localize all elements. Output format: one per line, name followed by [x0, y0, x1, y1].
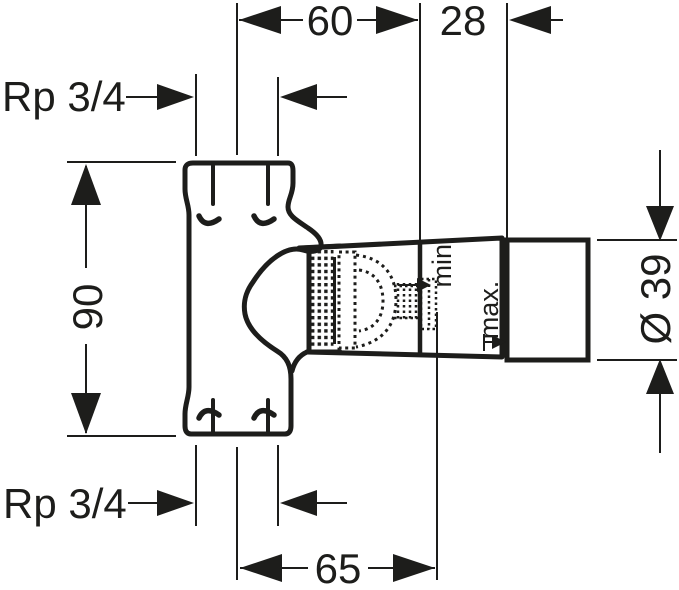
thread-relief-marks: [196, 164, 277, 436]
min-arrow: [417, 278, 431, 292]
max-arrow: [492, 335, 506, 349]
spigot-junction-lines: [289, 243, 343, 374]
thread-label-bottom: Rp 3/4: [3, 480, 127, 527]
dim-28-label: 28: [440, 0, 487, 44]
dim-diameter-label: Ø 39: [632, 253, 679, 344]
thread-label-top: Rp 3/4: [2, 73, 126, 120]
valve-body-outline: [182, 160, 324, 437]
protective-cap: [504, 237, 591, 363]
max-label: max.: [474, 281, 504, 340]
dim-60-label: 60: [307, 0, 354, 44]
valve-spigot: [301, 235, 505, 360]
dim-65-label: 65: [315, 545, 362, 590]
min-label: min.: [427, 236, 457, 287]
cartridge-stipple: [311, 250, 438, 350]
dimension-arrowheads: [71, 6, 674, 582]
extension-lines: [67, 3, 677, 580]
dim-90-label: 90: [64, 284, 111, 331]
